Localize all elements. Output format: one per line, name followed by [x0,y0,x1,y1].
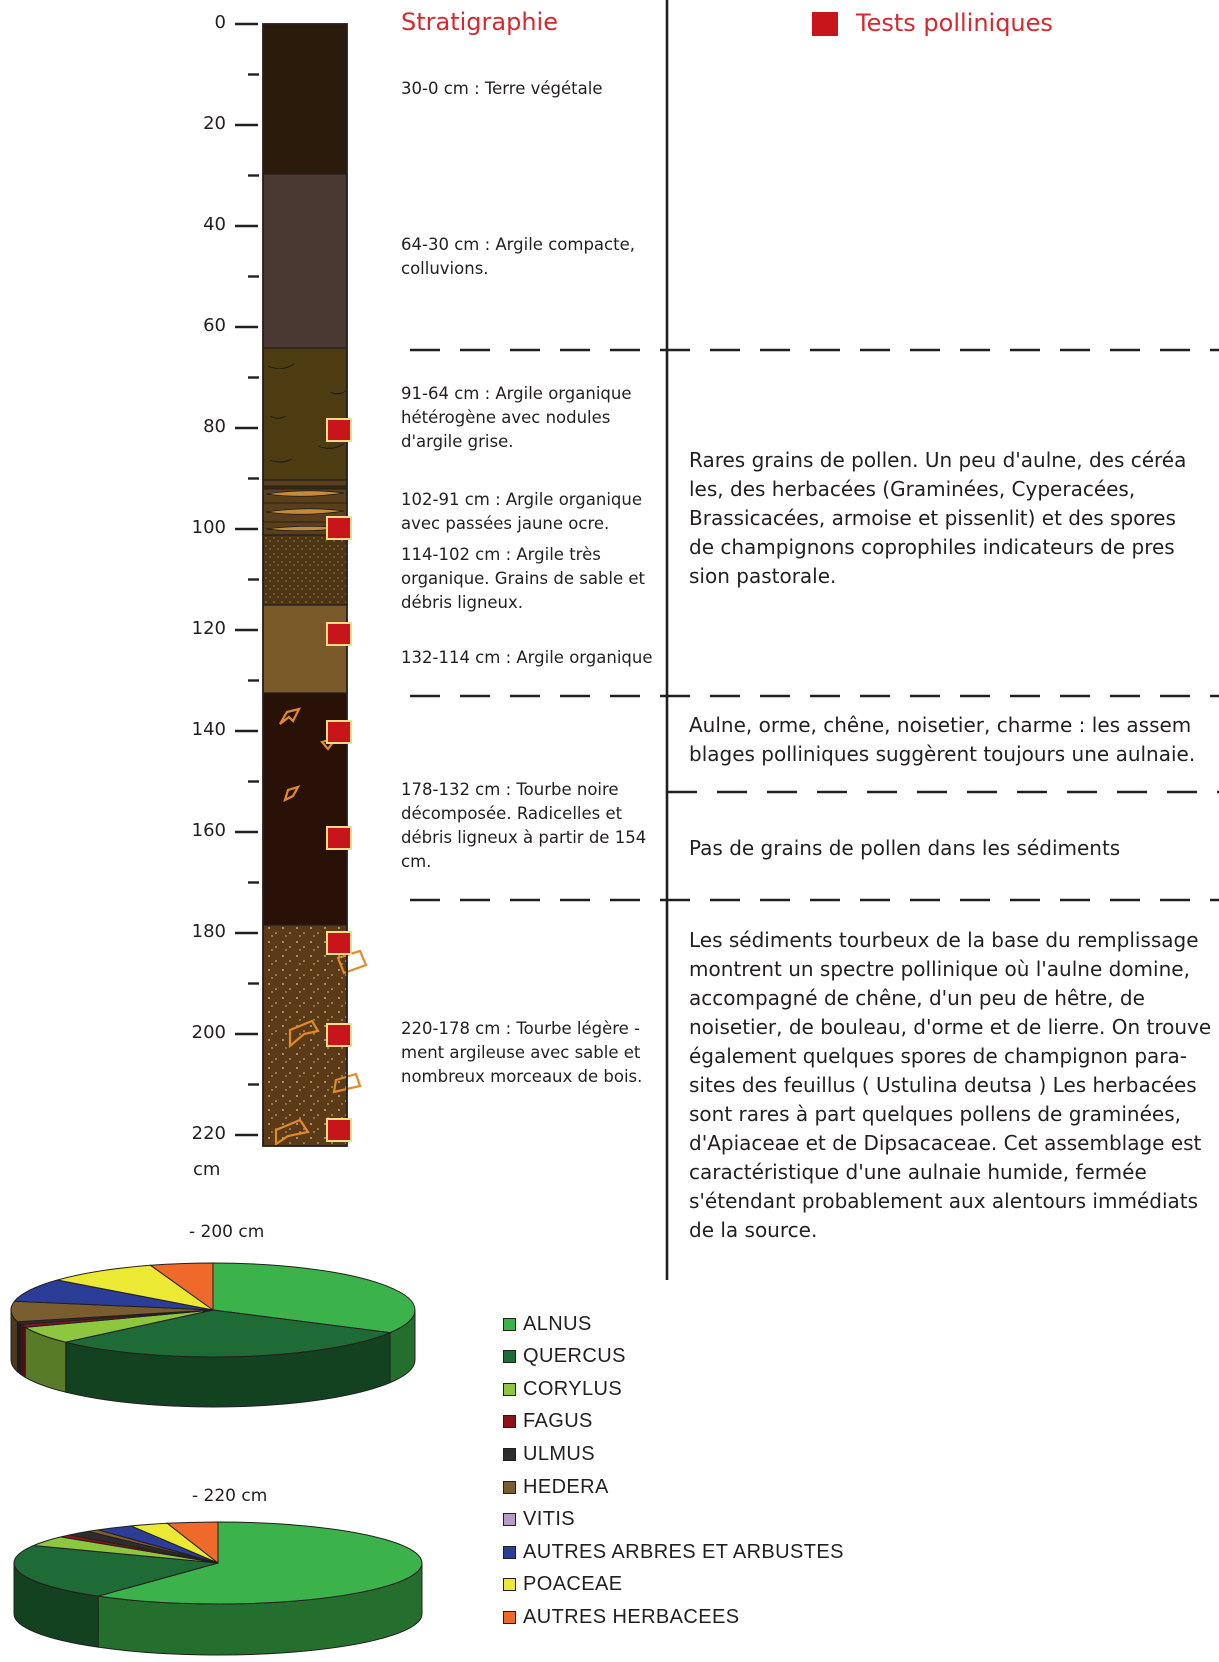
legend-label: HEDERA [523,1475,609,1498]
pollen-sample-marker [326,622,352,646]
legend-label: CORYLUS [523,1377,623,1400]
legend-label: ULMUS [523,1442,596,1465]
pollen-zone-4: Les sédiments tourbeux de la base du rem… [689,928,1212,1242]
pollen-sample-marker [326,826,352,850]
depth-label: 120 [191,618,226,639]
pie-slice-autres-herbacees [149,1262,214,1311]
depth-label: 60 [203,315,226,336]
layer-description-l7: 178-132 cm : Tourbe noire décomposée. Ra… [401,780,647,871]
legend-item: AUTRES ARBRES ET ARBUSTES [503,1540,844,1564]
pollen-sample-markers [326,418,352,1142]
legend-item: AUTRES HERBACEES [503,1605,739,1629]
layer-l2 [263,174,347,348]
layer-description-l4: 102-91 cm : Argile organique avec passée… [401,490,642,533]
legend-swatch [503,1545,516,1559]
pie-slice-quercus [65,1309,392,1358]
pie-220-title: - 220 cm [192,1486,268,1506]
legend-item: QUERCUS [503,1345,626,1369]
legend-item: FAGUS [503,1410,593,1434]
legend-swatch [503,1513,516,1527]
pollen-sample-marker [326,418,352,442]
depth-label: 160 [191,820,226,841]
legend-item: ULMUS [503,1442,595,1466]
legend-item: VITIS [503,1508,575,1532]
zone-separators [410,348,1219,902]
layer-description-l5: 114-102 cm : Argile très organique. Grai… [401,545,646,612]
pollen-zone-1: Rares grains de pollen. Un peu d'aulne, … [689,448,1187,588]
depth-label: 0 [214,12,226,33]
stratigraphic-column [262,23,368,1147]
stratigraphy-header: Stratigraphie [401,8,558,36]
clay-nodules [267,363,348,463]
depth-label: 200 [191,1022,226,1043]
legend-label: QUERCUS [523,1345,626,1368]
legend-swatch [503,1447,516,1461]
layer-description-l2: 64-30 cm : Argile compacte, colluvions. [401,235,635,278]
pollen-sample-marker [326,1023,352,1047]
depth-axis [235,22,259,1137]
pie-side-ulmus [16,1320,22,1376]
pollen-test-legend-square [812,12,838,36]
pollen-pie-charts [10,1262,423,1656]
depth-label: 140 [191,719,226,740]
legend-swatch [503,1350,516,1364]
legend-item: ALNUS [503,1312,592,1336]
legend-label: FAGUS [523,1410,593,1433]
pie-slice-alnus [97,1521,423,1605]
depth-unit-label: cm [193,1159,221,1180]
legend-label: ALNUS [523,1312,592,1335]
legend-label: POACEAE [523,1573,623,1596]
pie-slice-autres-herbacees [165,1521,219,1565]
legend-swatch [503,1317,516,1331]
pollen-sample-marker [326,1118,352,1142]
depth-label: 220 [191,1123,226,1144]
legend-item: HEDERA [503,1475,609,1499]
pie-side-fagus [20,1323,26,1379]
pollen-zone-3: Pas de grains de pollen dans les sédimen… [689,836,1121,860]
legend-swatch [503,1578,516,1592]
depth-label: 40 [203,214,226,235]
ochre-streaks [262,485,348,532]
depth-label: 20 [203,113,226,134]
wood-fragments [274,707,368,1147]
legend-swatch [503,1382,516,1396]
pollen-sample-marker [326,720,352,744]
pollen-zone-2: Aulne, orme, chêne, noisetier, charme : … [689,713,1196,766]
pie-slice-autres-arbres-et-arbustes [13,1279,214,1311]
pollen-tests-header: Tests polliniques [856,9,1053,37]
layer-l1 [263,24,347,174]
legend-label: AUTRES ARBRES ET ARBUSTES [523,1540,844,1563]
layer-l6 [263,605,347,693]
pollen-sample-marker [326,931,352,955]
layer-description-l1: 30-0 cm : Terre végétale [401,79,603,98]
pie-200-title: - 200 cm [189,1222,265,1242]
pie-slice-alnus [212,1262,416,1334]
layer-description-l3: 91-64 cm : Argile organique hétérogène a… [401,384,632,451]
legend-label: AUTRES HERBACEES [523,1605,740,1628]
pie-slice-poaceae [57,1264,214,1311]
legend-item: POACEAE [503,1573,623,1597]
pollen-sample-marker [326,516,352,540]
legend-item: CORYLUS [503,1377,622,1401]
legend-swatch [503,1610,516,1624]
depth-label: 100 [191,517,226,538]
layer-description-l6: 132-114 cm : Argile organique [401,648,653,667]
legend-label: VITIS [523,1508,576,1531]
depth-label: 180 [191,921,226,942]
layer-l3 [263,348,347,480]
layer-description-l8: 220-178 cm : Tourbe légère - ment argile… [401,1019,643,1086]
legend-swatch [503,1415,516,1429]
legend-swatch [503,1480,516,1494]
depth-label: 80 [203,416,226,437]
